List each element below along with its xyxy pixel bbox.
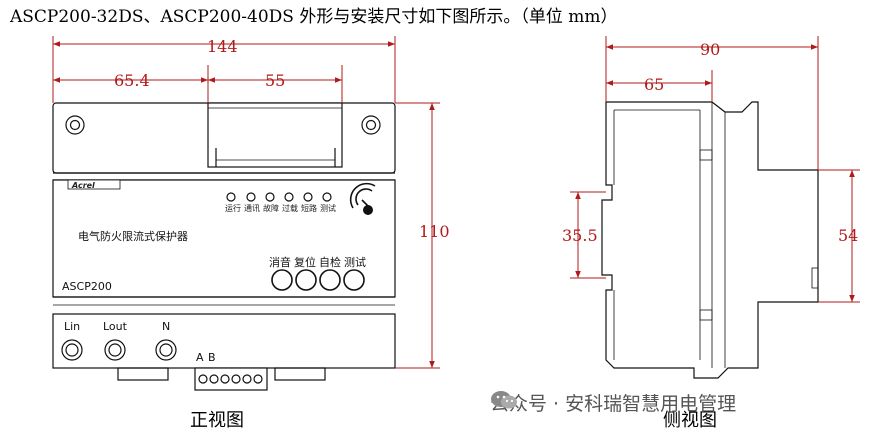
screw-right xyxy=(361,115,381,135)
dim-rail-height: 35.5 xyxy=(562,226,598,245)
bus-terminal-screws xyxy=(198,374,263,384)
terminals xyxy=(61,339,177,361)
dim-overall-width: 144 xyxy=(207,37,238,56)
indicator-label: 短路 xyxy=(301,203,317,213)
brand-logo: Acrel xyxy=(67,179,121,190)
indicator-labels: 运行 通讯 故障 过载 短路 测试 xyxy=(225,203,336,213)
indicator-lights xyxy=(226,192,332,202)
button-label: 消音 xyxy=(269,255,291,269)
indicator-run xyxy=(226,192,236,202)
button-label: 自检 xyxy=(319,255,341,269)
front-view xyxy=(52,102,396,391)
dim-overall-depth: 90 xyxy=(700,40,720,59)
din-clip-left xyxy=(117,367,169,381)
model-label: ASCP200 xyxy=(62,280,112,293)
dim-front-depth: 65 xyxy=(644,75,664,94)
terminal-label: N xyxy=(162,320,170,333)
side-view xyxy=(601,101,819,379)
button-label: 复位 xyxy=(294,255,316,269)
terminal-label: Lout xyxy=(103,320,128,333)
indicator-test xyxy=(322,192,332,202)
product-name: 电气防火限流式保护器 xyxy=(78,229,188,243)
front-dimension-lines xyxy=(52,36,440,369)
header-caption: ASCP200-32DS、ASCP200-40DS 外形与安装尺寸如下图所示。（… xyxy=(10,7,618,27)
indicator-fault xyxy=(265,192,275,202)
watermark-text: 公众号 · 安科瑞智慧用电管理 xyxy=(490,393,737,415)
bus-label: B xyxy=(208,351,216,364)
front-window xyxy=(207,102,343,168)
reset-button[interactable] xyxy=(295,269,317,291)
indicator-comm xyxy=(246,192,256,202)
front-buttons xyxy=(271,269,365,291)
selfcheck-button[interactable] xyxy=(319,269,341,291)
test-button[interactable] xyxy=(343,269,365,291)
indicator-label: 过载 xyxy=(282,203,298,213)
watermark: 公众号 · 安科瑞智慧用电管理 xyxy=(490,389,736,416)
bus-labels: A B xyxy=(196,351,216,364)
front-view-caption: 正视图 xyxy=(190,410,244,431)
brand-text: Acrel xyxy=(71,181,95,190)
indicator-short xyxy=(303,192,313,202)
dim-front-height: 54 xyxy=(838,226,858,245)
dim-height: 110 xyxy=(419,222,450,241)
bus-label: A xyxy=(196,351,204,364)
wechat-icon xyxy=(491,391,517,409)
terminal-labels: Lin Lout N xyxy=(64,320,170,333)
mute-button[interactable] xyxy=(271,269,293,291)
indicator-overload xyxy=(284,192,294,202)
indicator-label: 运行 xyxy=(225,203,241,213)
side-outline xyxy=(601,101,819,379)
side-view-caption: 侧视图 xyxy=(663,410,717,431)
indicator-label: 故障 xyxy=(263,203,279,213)
terminal-label: Lin xyxy=(64,320,80,333)
screw-left xyxy=(65,115,85,135)
dim-left-offset: 65.4 xyxy=(114,71,150,90)
side-dimension-lines xyxy=(570,36,860,303)
bus-terminal-block xyxy=(194,367,268,391)
wireless-icon xyxy=(349,182,376,215)
dim-window-width: 55 xyxy=(265,71,285,90)
indicator-label: 通讯 xyxy=(244,203,260,213)
button-labels: 消音 复位 自检 测试 xyxy=(269,255,366,269)
button-label: 测试 xyxy=(344,256,366,269)
indicator-label: 测试 xyxy=(320,203,336,213)
din-clip-right xyxy=(274,367,326,381)
